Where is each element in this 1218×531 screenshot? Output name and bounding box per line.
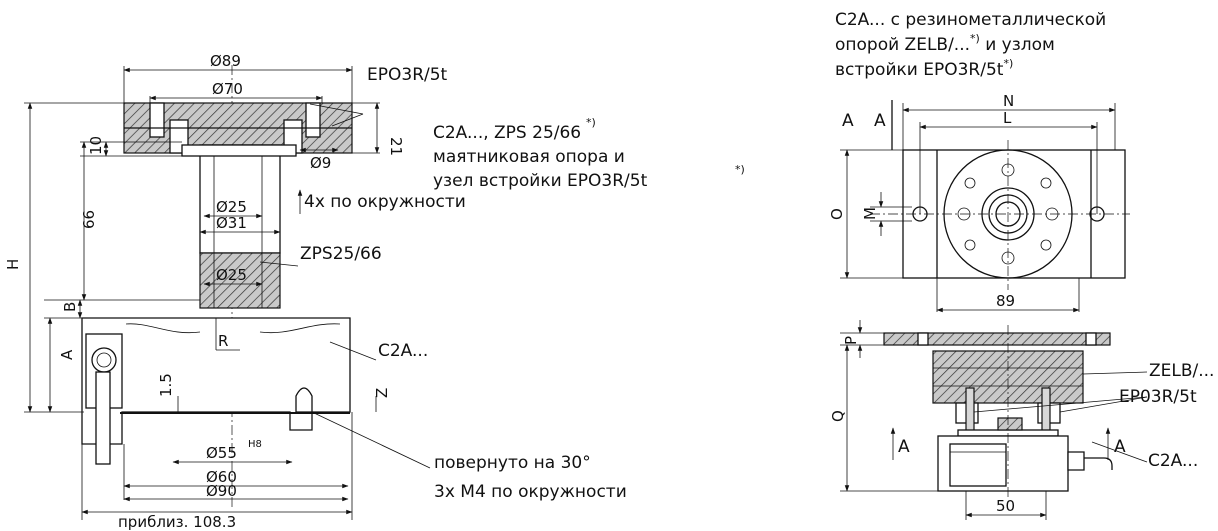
right-view: C2A... с резинометаллической опорой ZELB… bbox=[828, 10, 1214, 520]
dim-d9: Ø9 bbox=[310, 154, 331, 172]
right-title-marker-1: *) bbox=[970, 32, 980, 45]
dim-P: P bbox=[842, 336, 860, 345]
dim-L: L bbox=[1003, 109, 1012, 127]
left-dimension-texts: Ø89 Ø70 Ø25 Ø31 Ø25 Ø9 Ø55 H8 Ø60 Ø90 пр… bbox=[4, 52, 405, 531]
svg-text:встройки EPO3R/5t*): встройки EPO3R/5t*) bbox=[835, 57, 1013, 80]
dim-d55: Ø55 bbox=[206, 444, 237, 462]
right-labels: A A A A ZELB/... EP03R/5t C2A... bbox=[842, 111, 1214, 471]
right-title-line-2: опорой ZELB/... bbox=[835, 35, 970, 55]
svg-text:опорой ZELB/...*) и узлом: опорой ZELB/...*) и узлом bbox=[835, 32, 1055, 55]
note-line-3: узел встройки EPO3R/5t bbox=[433, 171, 648, 191]
dim-d90: Ø90 bbox=[206, 482, 237, 500]
label-c2a-right: C2A... bbox=[1148, 451, 1198, 471]
right-title-line-2-suffix: и узлом bbox=[980, 35, 1055, 55]
dim-R: R bbox=[218, 332, 228, 350]
right-dimension-texts: N L O M 89 P Q 50 bbox=[828, 92, 1015, 515]
dim-d70: Ø70 bbox=[212, 80, 243, 98]
dim-M: M bbox=[861, 207, 879, 220]
note-marker-1: *) bbox=[586, 116, 596, 129]
right-title-line-3: встройки EPO3R/5t bbox=[835, 60, 1004, 80]
pendulum-support-zps bbox=[181, 144, 297, 309]
right-top-view bbox=[840, 100, 1130, 313]
left-view: Ø89 Ø70 Ø25 Ø31 Ø25 Ø9 Ø55 H8 Ø60 Ø90 пр… bbox=[4, 52, 745, 531]
left-labels: EPO3R/5t ZPS25/66 C2A... 4x по окружност… bbox=[300, 65, 627, 502]
dim-B: B bbox=[61, 302, 79, 312]
left-note: C2A..., ZPS 25/66 *) маятниковая опора и… bbox=[433, 116, 745, 191]
section-mark-a3: A bbox=[898, 437, 910, 457]
label-m4-circle: 3x M4 по окружности bbox=[434, 482, 627, 502]
section-mark-a4: A bbox=[1114, 437, 1126, 457]
dim-h21: 21 bbox=[387, 137, 405, 156]
dim-d31: Ø31 bbox=[216, 214, 247, 232]
dim-h10: 10 bbox=[87, 136, 105, 155]
section-mark-a2: A bbox=[874, 111, 886, 131]
note-marker-2: *) bbox=[735, 163, 745, 176]
dim-d25-low: Ø25 bbox=[216, 266, 247, 284]
dim-89: 89 bbox=[996, 292, 1015, 310]
left-dimension-lines bbox=[24, 66, 431, 520]
label-c2a-left: C2A... bbox=[378, 341, 428, 361]
dim-approx-width: приблиз. 108.3 bbox=[118, 513, 236, 531]
note-line-1: C2A..., ZPS 25/66 bbox=[433, 123, 581, 143]
dim-h15: 1.5 bbox=[157, 373, 175, 397]
dim-Q: Q bbox=[829, 410, 847, 422]
dim-Z: Z bbox=[373, 388, 391, 398]
label-epo3r-right: EP03R/5t bbox=[1119, 387, 1197, 407]
label-rotated: повернуто на 30° bbox=[434, 453, 591, 473]
right-title-marker-2: *) bbox=[1003, 57, 1013, 70]
section-mark-a1: A bbox=[842, 111, 854, 131]
label-zelb: ZELB/... bbox=[1149, 361, 1214, 381]
dim-d55-tolerance: H8 bbox=[248, 439, 262, 450]
dim-A: A bbox=[58, 349, 76, 360]
dim-d60: Ø60 bbox=[206, 468, 237, 486]
dim-H: H bbox=[4, 259, 22, 270]
label-holes-circle: 4x по окружности bbox=[304, 192, 466, 212]
label-zps: ZPS25/66 bbox=[300, 244, 382, 264]
load-cell-c2a bbox=[81, 317, 351, 465]
note-line-2: маятниковая опора и bbox=[433, 147, 625, 167]
dim-d89: Ø89 bbox=[210, 52, 241, 70]
dim-N: N bbox=[1003, 92, 1014, 110]
dim-h66: 66 bbox=[80, 210, 98, 229]
dim-d25-top: Ø25 bbox=[216, 198, 247, 216]
dim-O: O bbox=[828, 208, 846, 220]
dim-50: 50 bbox=[996, 497, 1015, 515]
right-front-view bbox=[840, 320, 1148, 520]
right-title-line-1: C2A... с резинометаллической bbox=[835, 10, 1106, 30]
label-epo3r-left: EPO3R/5t bbox=[367, 65, 448, 85]
